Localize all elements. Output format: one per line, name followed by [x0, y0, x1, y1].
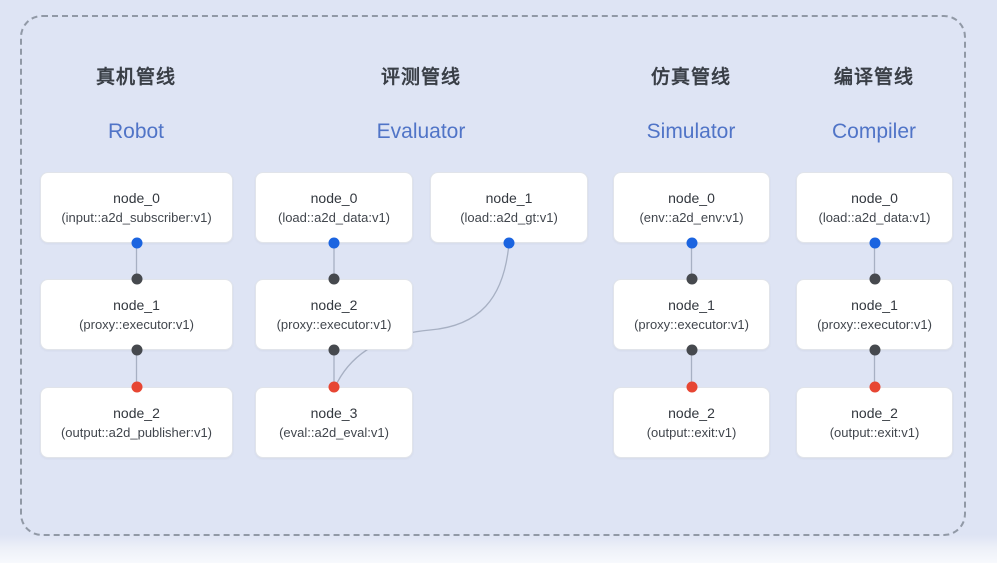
input-port-dot: [686, 273, 697, 285]
node-type: (proxy::executor:v1): [276, 316, 392, 332]
node-robot-node0[interactable]: node_0 (input::a2d_subscriber:v1): [40, 172, 233, 243]
terminal-port-dot: [869, 381, 880, 393]
output-port-dot: [503, 237, 515, 249]
node-name: node_1: [668, 296, 715, 313]
node-compiler-node2[interactable]: node_2 (output::exit:v1): [796, 387, 953, 458]
node-evaluator-node2[interactable]: node_2 (proxy::executor:v1): [255, 279, 413, 350]
output-port-dot: [131, 237, 142, 249]
node-type: (output::exit:v1): [829, 424, 920, 440]
node-compiler-node1[interactable]: node_1 (proxy::executor:v1): [796, 279, 953, 350]
node-type: (load::a2d_data:v1): [277, 209, 391, 225]
node-evaluator-node3[interactable]: node_3 (eval::a2d_eval:v1): [255, 387, 413, 458]
node-type: (output::a2d_publisher:v1): [60, 424, 213, 440]
node-simulator-node2[interactable]: node_2 (output::exit:v1): [613, 387, 770, 458]
node-evaluator-node1[interactable]: node_1 (load::a2d_gt:v1): [430, 172, 588, 243]
input-port-dot: [869, 273, 880, 285]
terminal-port-dot: [686, 381, 697, 393]
node-name: node_2: [113, 404, 160, 421]
terminal-port-dot: [131, 381, 142, 393]
pipeline-title-en-robot: Robot: [107, 120, 165, 143]
output-port-dot: [869, 344, 880, 356]
pipeline-title-cn-robot: 真机管线: [95, 67, 176, 88]
pipeline-title-en-compiler: Compiler: [831, 120, 917, 143]
output-port-dot: [869, 237, 880, 249]
node-type: (output::exit:v1): [646, 424, 737, 440]
output-port-dot: [131, 344, 142, 356]
input-port-dot: [131, 273, 142, 285]
node-type: (input::a2d_subscriber:v1): [61, 209, 212, 225]
output-port-dot: [328, 237, 340, 249]
node-robot-node1[interactable]: node_1 (proxy::executor:v1): [40, 279, 233, 350]
node-evaluator-node0[interactable]: node_0 (load::a2d_data:v1): [255, 172, 413, 243]
output-port-dot: [686, 237, 697, 249]
node-name: node_0: [113, 189, 160, 206]
edge-eval-n1-n3: [335, 242, 510, 386]
node-simulator-node1[interactable]: node_1 (proxy::executor:v1): [613, 279, 770, 350]
node-type: (load::a2d_gt:v1): [460, 209, 558, 225]
node-name: node_3: [310, 404, 358, 421]
node-name: node_2: [851, 404, 898, 421]
output-port-dot: [328, 344, 340, 356]
terminal-port-dot: [328, 381, 340, 393]
node-type: (env::a2d_env:v1): [639, 209, 744, 225]
node-type: (proxy::executor:v1): [817, 316, 932, 332]
node-type: (eval::a2d_eval:v1): [279, 424, 389, 440]
pipeline-title-en-evaluator: Evaluator: [376, 120, 466, 143]
input-port-dot: [328, 273, 340, 285]
node-type: (proxy::executor:v1): [634, 316, 749, 332]
dashed-frame: [20, 15, 966, 536]
pipeline-title-cn-simulator: 仿真管线: [650, 67, 731, 88]
node-name: node_1: [485, 189, 533, 206]
node-type: (load::a2d_data:v1): [818, 209, 931, 225]
node-compiler-node0[interactable]: node_0 (load::a2d_data:v1): [796, 172, 953, 243]
output-port-dot: [686, 344, 697, 356]
pipeline-title-en-simulator: Simulator: [646, 120, 736, 143]
node-name: node_0: [851, 189, 898, 206]
node-name: node_1: [851, 296, 898, 313]
node-name: node_2: [310, 296, 358, 313]
node-simulator-node0[interactable]: node_0 (env::a2d_env:v1): [613, 172, 770, 243]
node-type: (proxy::executor:v1): [79, 316, 194, 332]
pipeline-title-cn-evaluator: 评测管线: [380, 67, 461, 88]
node-name: node_2: [668, 404, 715, 421]
node-robot-node2[interactable]: node_2 (output::a2d_publisher:v1): [40, 387, 233, 458]
node-name: node_1: [113, 296, 160, 313]
node-name: node_0: [668, 189, 715, 206]
node-name: node_0: [310, 189, 358, 206]
pipeline-title-cn-compiler: 编译管线: [833, 67, 914, 88]
